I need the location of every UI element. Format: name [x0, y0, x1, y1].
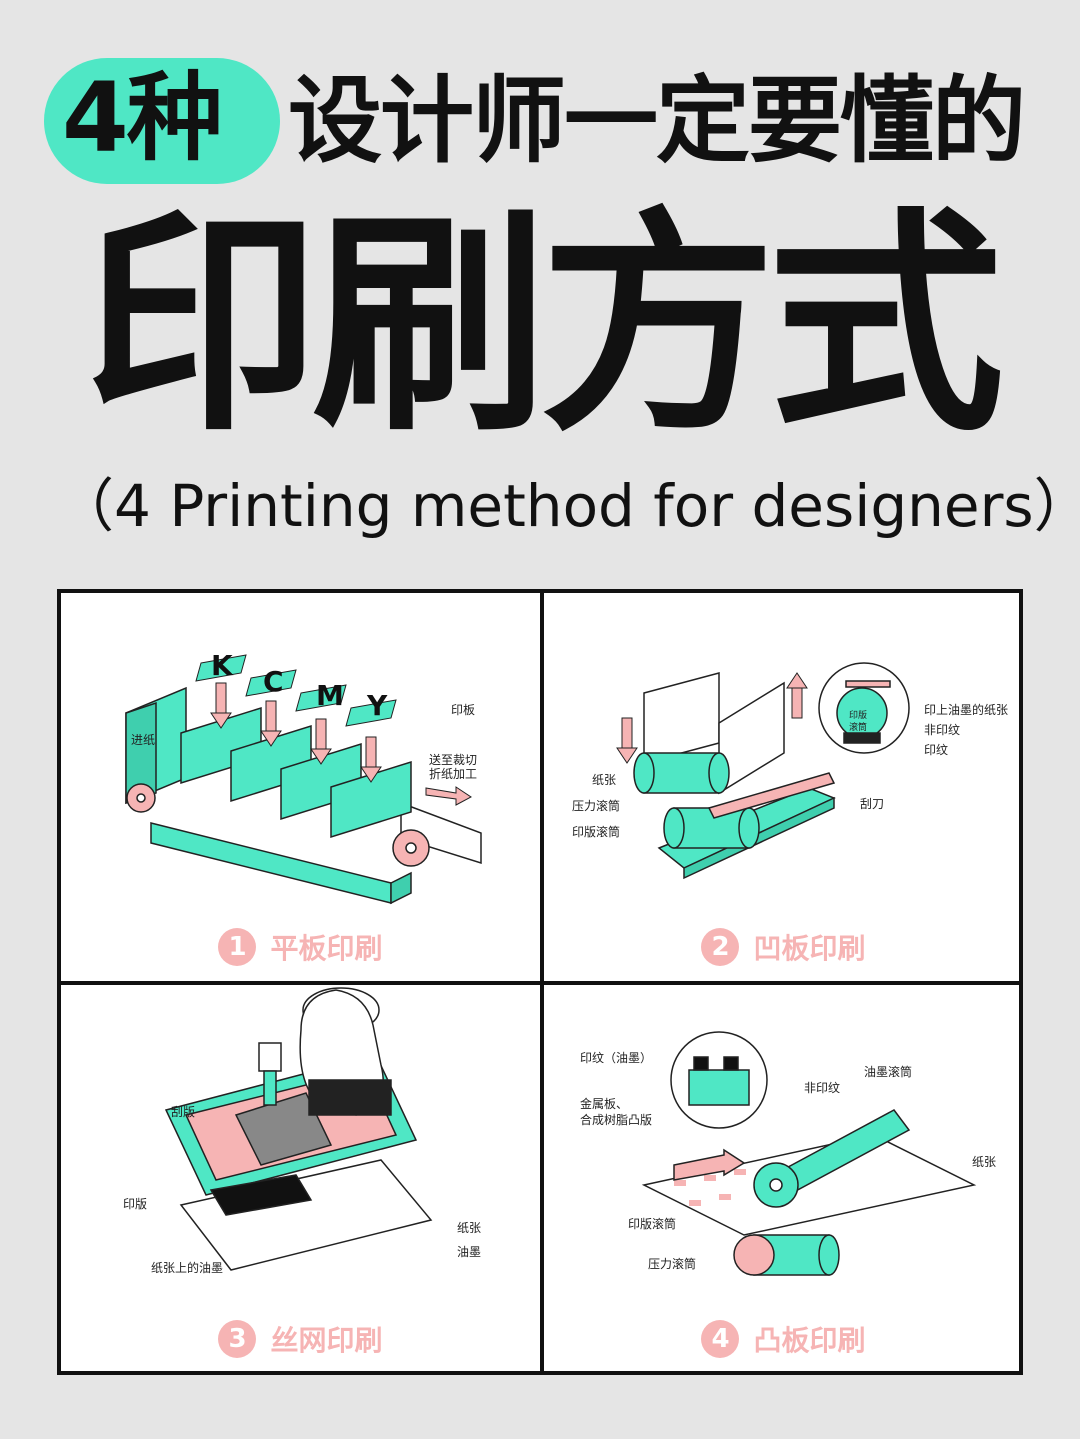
- label-ink: 油墨: [457, 1245, 482, 1259]
- panel-caption: 4 凸板印刷: [544, 1319, 1023, 1359]
- label-metal2: 合成树脂凸版: [580, 1113, 653, 1127]
- panel-letterpress: 印纹（油墨） 非印纹 油墨滚筒 金属板、 合成树脂凸版 纸张 印版滚筒 压力滚筒…: [544, 985, 1023, 1373]
- label-paper: 纸张: [972, 1155, 997, 1169]
- label-k: K: [211, 649, 233, 682]
- header-line1: 4种 设计师一定要懂的: [40, 52, 1040, 192]
- label-pressure-roller: 压力滚筒: [572, 799, 621, 813]
- label-ink-on-paper: 纸张上的油墨: [151, 1261, 224, 1275]
- header-line1-text: 设计师一定要懂的: [288, 67, 1026, 176]
- label-print-ink: 印纹（油墨）: [580, 1051, 653, 1065]
- label-squeegee: 刮版: [171, 1105, 196, 1119]
- panel-caption: 3 丝网印刷: [61, 1319, 540, 1359]
- label-c: C: [263, 665, 284, 698]
- label-plate-roller: 印版滚筒: [572, 825, 621, 839]
- lithographic-press-illustration: [125, 654, 482, 905]
- panel-number-badge: 3: [218, 1320, 257, 1358]
- label-print: 印纹: [924, 743, 949, 757]
- label-paper: 纸张: [457, 1221, 482, 1235]
- label-inked-paper: 印上油墨的纸张: [924, 703, 1009, 717]
- pill-text: 4种: [62, 62, 223, 174]
- label-m: M: [316, 679, 344, 712]
- label-y: Y: [367, 689, 388, 722]
- label-paper: 纸张: [592, 773, 617, 787]
- gravure-press-illustration: [616, 662, 910, 880]
- panel-screen: 刮版 印版 纸张 油墨 纸张上的油墨 3 丝网印刷: [61, 985, 540, 1373]
- printing-methods-grid: K C M Y 印板 进纸 送至裁切 折纸加工 1 平板印刷: [57, 589, 1023, 1375]
- label-plate: 印板: [451, 703, 476, 717]
- panel-title: 凹板印刷: [753, 932, 866, 965]
- label-out1: 送至裁切: [429, 753, 478, 767]
- panel-caption: 2 凹板印刷: [544, 927, 1023, 967]
- panel-title: 丝网印刷: [270, 1324, 383, 1357]
- label-drum2: 滚筒: [849, 723, 868, 733]
- panel-number-badge: 4: [701, 1320, 740, 1358]
- label-drum1: 印版: [849, 711, 868, 721]
- panel-lithographic: K C M Y 印板 进纸 送至裁切 折纸加工 1 平板印刷: [61, 593, 540, 981]
- label-plate-roller: 印版滚筒: [628, 1217, 677, 1231]
- panel-title: 凸板印刷: [753, 1324, 866, 1357]
- letterpress-illustration: [641, 1031, 977, 1276]
- panel-number-badge: 2: [701, 928, 740, 966]
- highlight-pill: [44, 58, 280, 184]
- panel-caption: 1 平板印刷: [61, 927, 540, 967]
- label-pressure-roller: 压力滚筒: [648, 1257, 697, 1271]
- label-non-print: 非印纹: [924, 723, 961, 737]
- label-out2: 折纸加工: [429, 767, 478, 781]
- grid-divider-horizontal: [61, 981, 1019, 985]
- label-blade: 刮刀: [860, 797, 885, 811]
- panel-gravure: 印版 滚筒 印上油墨的纸张 非印纹 印纹 纸张 压力滚筒 印版滚筒 刮刀 2 凹板…: [544, 593, 1023, 981]
- panel-number-badge: 1: [218, 928, 257, 966]
- screen-printing-illustration: [164, 987, 433, 1271]
- label-non-print: 非印纹: [804, 1081, 841, 1095]
- label-metal1: 金属板、: [580, 1097, 629, 1111]
- panel-title: 平板印刷: [270, 932, 383, 965]
- label-plate: 印版: [123, 1197, 148, 1211]
- page-title: 印刷方式: [83, 188, 1004, 463]
- label-feed: 进纸: [131, 733, 156, 747]
- label-ink-roller: 油墨滚筒: [864, 1065, 913, 1079]
- page-subtitle: （4 Printing method for designers）: [56, 472, 1080, 540]
